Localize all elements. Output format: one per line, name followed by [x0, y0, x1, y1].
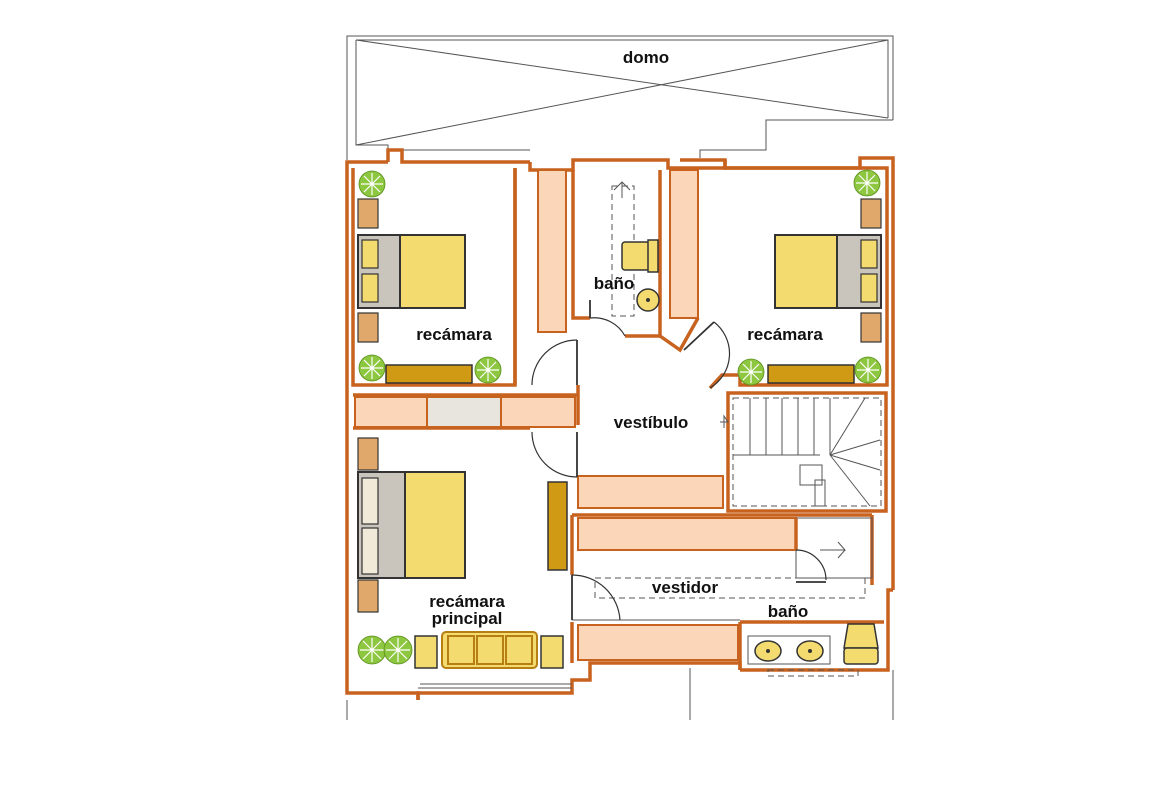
plant-icon	[853, 169, 881, 197]
stairs	[720, 397, 881, 507]
label-recamara-left: recámara	[416, 325, 492, 344]
side-table	[540, 635, 564, 669]
sink-icon	[754, 640, 782, 662]
master-bedroom-furniture	[357, 437, 568, 669]
bottom-bath-fixtures	[747, 623, 879, 665]
label-bano-top: baño	[594, 274, 635, 293]
label-vestibulo: vestíbulo	[614, 413, 689, 432]
nightstand	[357, 579, 379, 613]
side-table	[414, 635, 438, 669]
bed-icon	[357, 471, 466, 579]
plant-icon	[474, 356, 502, 384]
plant-icon	[854, 356, 882, 384]
nightstand	[860, 198, 882, 229]
plant-icon	[358, 354, 386, 382]
doors	[531, 181, 827, 621]
interior-walls	[351, 166, 889, 670]
nightstand	[357, 312, 379, 343]
bed-icon	[774, 234, 882, 309]
sofa-icon	[441, 631, 538, 669]
nightstand	[357, 437, 379, 471]
sink-icon	[636, 288, 660, 312]
label-vestidor: vestidor	[652, 578, 719, 597]
top-bath-fixtures	[621, 239, 660, 312]
label-recamara-right: recámara	[747, 325, 823, 344]
room-labels: domo baño recámara recámara vestíbulo ve…	[416, 48, 823, 628]
plant-icon	[357, 635, 387, 665]
domo-area	[346, 35, 894, 160]
plant-icon	[737, 358, 765, 386]
nightstand	[860, 312, 882, 343]
dresser	[547, 481, 568, 571]
label-recamara-principal-2: principal	[432, 609, 503, 628]
left-bedroom-furniture	[357, 170, 502, 384]
desk	[767, 364, 855, 384]
plant-icon	[358, 170, 386, 198]
label-bano-bottom: baño	[768, 602, 809, 621]
toilet-icon	[843, 623, 879, 665]
label-domo: domo	[623, 48, 669, 67]
desk	[385, 364, 473, 384]
right-bedroom-furniture	[737, 169, 882, 386]
label-recamara-principal-1: recámara	[429, 592, 505, 611]
bed-icon	[357, 234, 466, 309]
toilet-icon	[621, 239, 659, 273]
plant-icon	[383, 635, 413, 665]
sink-icon	[796, 640, 824, 662]
nightstand	[357, 198, 379, 229]
